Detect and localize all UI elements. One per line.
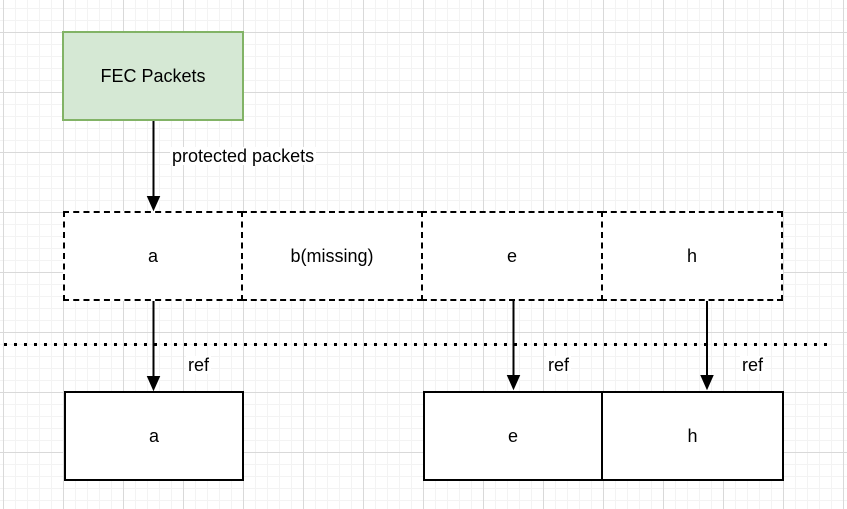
dotted-separator-line[interactable] bbox=[4, 343, 832, 346]
node-ref-h-label: h bbox=[687, 425, 698, 446]
arrow-protected-packets[interactable] bbox=[146, 121, 161, 212]
node-ref-a[interactable]: a bbox=[64, 391, 244, 481]
arrow-ref-a[interactable] bbox=[146, 301, 161, 392]
arrow-ref-h[interactable] bbox=[700, 301, 714, 391]
node-packet-a-label: a bbox=[147, 245, 158, 266]
edge-label-ref-h: ref bbox=[740, 355, 766, 375]
node-ref-e-label: e bbox=[507, 425, 518, 446]
node-packet-e-label: e bbox=[506, 245, 517, 266]
node-fec-packets-label: FEC Packets bbox=[100, 65, 206, 86]
node-packet-a[interactable]: a bbox=[63, 211, 243, 301]
node-packet-h-label: h bbox=[686, 245, 697, 266]
node-packet-h[interactable]: h bbox=[601, 211, 783, 301]
edge-label-ref-a: ref bbox=[186, 355, 212, 375]
arrow-ref-e[interactable] bbox=[506, 301, 521, 391]
edge-label-protected-packets: protected packets bbox=[170, 146, 317, 166]
node-packet-b-missing-label: b(missing) bbox=[290, 245, 374, 266]
node-ref-a-label: a bbox=[148, 425, 159, 446]
edge-label-ref-e: ref bbox=[546, 355, 572, 375]
node-packet-b-missing[interactable]: b(missing) bbox=[241, 211, 423, 301]
node-packet-e[interactable]: e bbox=[421, 211, 603, 301]
node-ref-h[interactable]: h bbox=[601, 391, 784, 481]
node-fec-packets[interactable]: FEC Packets bbox=[62, 31, 244, 121]
node-ref-e[interactable]: e bbox=[423, 391, 603, 481]
